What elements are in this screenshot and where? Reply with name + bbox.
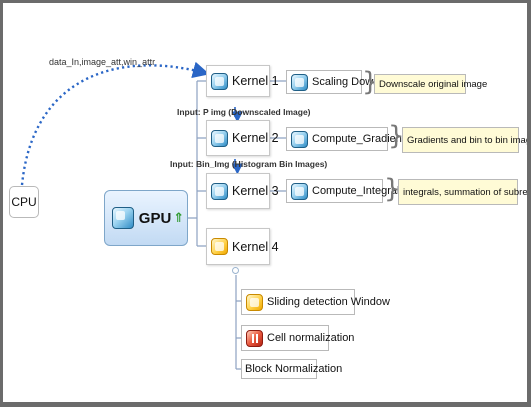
- yellow-box-icon: [246, 293, 263, 311]
- input-label-1: Input: P img (Downscaled Image): [177, 107, 311, 117]
- blue-box-icon: [211, 129, 228, 147]
- function-compute-gradientbin[interactable]: Compute_GradientBin: [286, 127, 421, 151]
- cpu-label: CPU: [11, 195, 37, 209]
- kernel-4-label: Kernel 4: [232, 239, 279, 254]
- block-normalization-node[interactable]: Block Normalization: [241, 359, 342, 379]
- function-label: Compute_IntegralBin: [312, 185, 416, 197]
- kernel-3-label: Kernel 3: [232, 184, 279, 198]
- input-label-2: Input: Bin_Img (Histogram Bin Images): [170, 159, 328, 169]
- kernel-3-node[interactable]: Kernel 3: [206, 173, 279, 209]
- note-integrals: integrals, summation of subregion: [398, 179, 527, 205]
- kernel-2-label: Kernel 2: [232, 131, 279, 145]
- transfer-label: data_In,image_att,win_attr: [49, 57, 156, 67]
- note-gradients: Gradients and bin to bin images: [402, 127, 527, 153]
- kernel-4-node[interactable]: Kernel 4: [206, 228, 279, 265]
- function-compute-integralbin[interactable]: Compute_IntegralBin: [286, 179, 415, 203]
- cpu-node[interactable]: CPU: [9, 186, 39, 218]
- child-label: Block Normalization: [245, 363, 343, 375]
- blue-box-icon: [291, 182, 308, 200]
- note-text: Gradients and bin to bin images: [407, 134, 527, 146]
- note-text: integrals, summation of subregion: [403, 186, 527, 198]
- cell-normalization-node[interactable]: Cell normalization: [241, 325, 354, 351]
- cpu-to-kernel1-dotted-arrow: [20, 61, 210, 186]
- brace-icon: }: [388, 121, 405, 151]
- yellow-box-icon: [211, 238, 228, 255]
- note-downscale: Downscale original image: [374, 74, 487, 94]
- function-label: Scaling Down: [312, 76, 380, 88]
- up-arrow-icon: ⇑: [173, 210, 185, 225]
- gpu-trunk-line: [188, 80, 206, 247]
- blue-box-icon: [211, 182, 228, 200]
- kernel-to-function-lines: [270, 80, 286, 192]
- pause-icon: [246, 329, 263, 347]
- gpu-node[interactable]: GPU ⇑: [104, 190, 188, 246]
- child-label: Sliding detection Window: [267, 296, 390, 308]
- function-scaling-down[interactable]: Scaling Down: [286, 70, 379, 94]
- gpu-label: GPU: [138, 209, 172, 227]
- kernel-1-label: Kernel 1: [232, 74, 279, 88]
- collapse-toggle[interactable]: [232, 267, 239, 274]
- kernel-1-node[interactable]: Kernel 1: [206, 65, 279, 97]
- sliding-detection-window-node[interactable]: Sliding detection Window: [241, 289, 390, 315]
- connector-lines: [20, 61, 286, 370]
- child-label: Cell normalization: [267, 332, 355, 344]
- blue-box-icon: [291, 73, 308, 91]
- note-text: Downscale original image: [379, 78, 488, 90]
- kernel-2-node[interactable]: Kernel 2: [206, 120, 279, 156]
- brace-icon: }: [384, 174, 401, 204]
- blue-box-icon: [291, 130, 308, 148]
- mind-map-canvas: data_In,image_att,win_attr CPU GPU ⇑ Ker…: [3, 3, 527, 402]
- kernel4-children-lines: [235, 275, 241, 370]
- function-label: Compute_GradientBin: [312, 133, 421, 145]
- blue-box-icon: [211, 72, 228, 90]
- box-icon: [111, 207, 134, 229]
